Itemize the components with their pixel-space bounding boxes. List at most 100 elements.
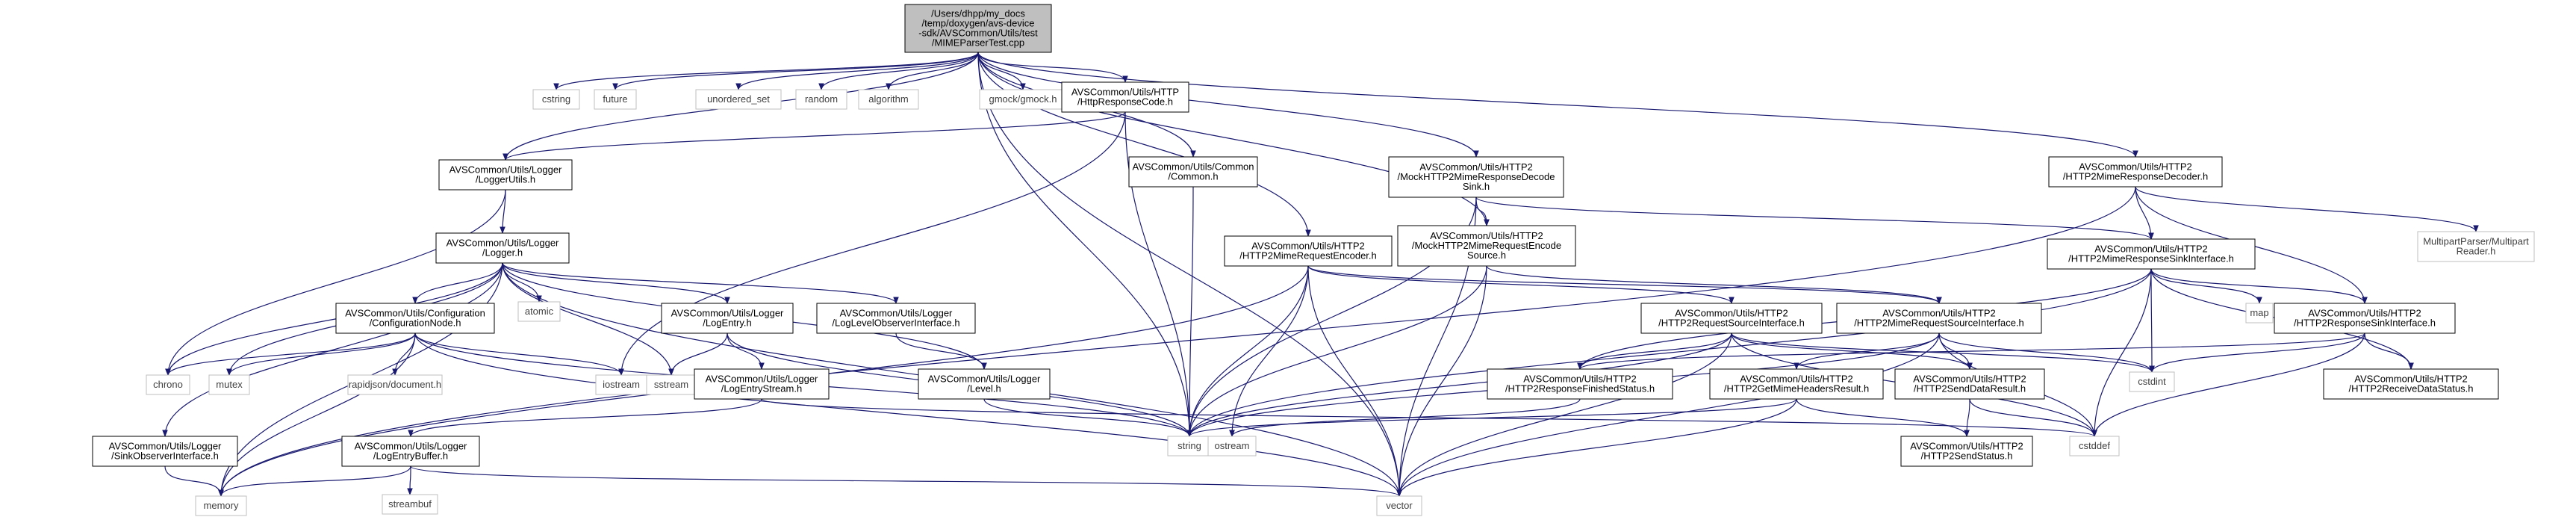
node-label-CommonH-line-0: AVSCommon/Utils/Common bbox=[1132, 161, 1254, 173]
node-label-MockEncodeSource-line-1: /MockHTTP2MimeRequestEncode bbox=[1412, 240, 1561, 251]
node-LogEntry[interactable]: AVSCommon/Utils/Logger/LogEntry.h bbox=[661, 303, 794, 334]
edge-LogEntryStream-to-cstddef bbox=[761, 398, 2097, 437]
edge-SinkObserver-to-memory bbox=[164, 465, 224, 497]
node-box-MimeResponseDecoder bbox=[2048, 156, 2223, 188]
edge-RequestSourceIface-to-cstdint bbox=[1731, 332, 2155, 373]
node-atomic: atomic bbox=[517, 301, 561, 322]
node-RequestSourceIface[interactable]: AVSCommon/Utils/HTTP2/HTTP2RequestSource… bbox=[1640, 303, 1823, 334]
node-label-RequestSourceIface-line-1: /HTTP2RequestSourceInterface.h bbox=[1658, 318, 1805, 329]
edge-MockEncodeSource-to-MimeRequestSourceIface bbox=[1486, 265, 1942, 304]
node-label-streambuf-line-0: streambuf bbox=[388, 498, 432, 510]
node-box-LoggerUtils bbox=[438, 159, 573, 191]
node-LoggerUtils[interactable]: AVSCommon/Utils/Logger/LoggerUtils.h bbox=[438, 159, 573, 191]
edge-root-to-unordered_set bbox=[735, 52, 979, 90]
edge-LoggerH-to-chrono bbox=[165, 262, 503, 376]
node-box-rapidjson bbox=[347, 374, 443, 395]
node-label-CommonH-line-1: /Common.h bbox=[1168, 171, 1218, 182]
node-label-ResponseFinishedStatus-line-1: /HTTP2ResponseFinishedStatus.h bbox=[1505, 383, 1655, 394]
edge-LogEntryBuffer-to-vector bbox=[410, 465, 1402, 497]
edge-LoggerH-to-LogLevelObserver bbox=[502, 262, 899, 304]
node-cstdint: cstdint bbox=[2129, 371, 2175, 392]
node-label-MockDecodeSink-line-1: /MockHTTP2MimeResponseDecode bbox=[1398, 171, 1555, 182]
node-SendDataResult[interactable]: AVSCommon/Utils/HTTP2/HTTP2SendDataResul… bbox=[1894, 368, 2045, 400]
node-label-random-line-0: random bbox=[805, 93, 838, 105]
node-MimeRequestEncoder[interactable]: AVSCommon/Utils/HTTP2/HTTP2MimeRequestEn… bbox=[1224, 235, 1393, 267]
edge-MimeRequestEncoder-to-RequestSourceIface bbox=[1307, 265, 1735, 304]
node-HttpResponseCode[interactable]: AVSCommon/Utils/HTTP/HttpResponseCode.h bbox=[1061, 81, 1189, 113]
node-LogEntryStream[interactable]: AVSCommon/Utils/Logger/LogEntryStream.h bbox=[694, 368, 830, 400]
node-gmock: gmock/gmock.h bbox=[979, 89, 1067, 110]
node-label-MultipartReader-line-0: MultipartParser/Multipart bbox=[2423, 236, 2529, 247]
node-label-chrono-line-0: chrono bbox=[153, 379, 183, 390]
node-box-memory bbox=[195, 495, 247, 516]
node-box-MimeResponseSinkIface bbox=[2047, 238, 2256, 270]
edge-ConfigurationNode-to-mutex bbox=[226, 332, 416, 376]
node-root[interactable]: /Users/dhpp/my_docs/temp/doxygen/avs-dev… bbox=[904, 4, 1052, 53]
node-label-sstream-line-0: sstream bbox=[654, 379, 688, 390]
edge-MimeResponseSinkIface-to-cstdint bbox=[2149, 268, 2155, 373]
node-label-RequestSourceIface-line-0: AVSCommon/Utils/HTTP2 bbox=[1675, 308, 1788, 319]
node-label-LogEntryStream-line-0: AVSCommon/Utils/Logger bbox=[706, 374, 818, 385]
edge-LogLevelObserver-to-LevelH bbox=[895, 332, 987, 370]
node-ReceiveDataStatus[interactable]: AVSCommon/Utils/HTTP2/HTTP2ReceiveDataSt… bbox=[2323, 368, 2499, 400]
edge-root-to-future bbox=[612, 52, 979, 90]
node-LogLevelObserver[interactable]: AVSCommon/Utils/Logger/LogLevelObserverI… bbox=[816, 303, 976, 334]
node-label-LogEntryBuffer-line-1: /LogEntryBuffer.h bbox=[373, 451, 448, 462]
node-SinkObserver[interactable]: AVSCommon/Utils/Logger/SinkObserverInter… bbox=[92, 436, 238, 467]
node-MockEncodeSource[interactable]: AVSCommon/Utils/HTTP2/MockHTTP2MimeReque… bbox=[1397, 225, 1576, 267]
node-label-future-line-0: future bbox=[603, 93, 627, 105]
node-MimeResponseSinkIface[interactable]: AVSCommon/Utils/HTTP2/HTTP2MimeResponseS… bbox=[2047, 238, 2256, 270]
node-SendStatus[interactable]: AVSCommon/Utils/HTTP2/HTTP2SendStatus.h bbox=[1900, 436, 2033, 467]
edge-MimeRequestSourceIface-to-cstdint bbox=[1938, 332, 2155, 373]
edge-RequestSourceIface-to-string bbox=[1186, 332, 1732, 437]
node-ConfigurationNode[interactable]: AVSCommon/Utils/Configuration/Configurat… bbox=[335, 303, 495, 334]
node-box-LoggerH bbox=[435, 232, 570, 264]
node-label-LogEntry-line-0: AVSCommon/Utils/Logger bbox=[671, 308, 784, 319]
node-box-RequestSourceIface bbox=[1640, 303, 1823, 334]
edge-LoggerH-to-ConfigurationNode bbox=[412, 262, 503, 304]
node-LevelH[interactable]: AVSCommon/Utils/Logger/Level.h bbox=[918, 368, 1051, 400]
edge-SendDataResult-to-cstddef bbox=[1969, 398, 2097, 437]
node-box-vector bbox=[1376, 495, 1422, 516]
node-label-SendStatus-line-1: /HTTP2SendStatus.h bbox=[1921, 451, 2013, 462]
node-LoggerH[interactable]: AVSCommon/Utils/Logger/Logger.h bbox=[435, 232, 570, 264]
node-label-ResponseSinkIface-line-0: AVSCommon/Utils/HTTP2 bbox=[2308, 308, 2421, 319]
node-MimeRequestSourceIface[interactable]: AVSCommon/Utils/HTTP2/HTTP2MimeRequestSo… bbox=[1836, 303, 2042, 334]
node-label-root-line-1: /temp/doxygen/avs-device bbox=[921, 18, 1034, 29]
node-LogEntryBuffer[interactable]: AVSCommon/Utils/Logger/LogEntryBuffer.h bbox=[341, 436, 480, 467]
edge-MockEncodeSource-to-vector bbox=[1396, 265, 1487, 497]
node-label-SendStatus-line-0: AVSCommon/Utils/HTTP2 bbox=[1910, 441, 2023, 452]
edge-GetMimeHeadersResult-to-string bbox=[1186, 398, 1797, 437]
node-CommonH[interactable]: AVSCommon/Utils/Common/Common.h bbox=[1128, 156, 1258, 188]
edge-MockDecodeSink-to-MimeResponseSinkIface bbox=[1475, 196, 2154, 240]
node-label-ConfigurationNode-line-1: /ConfigurationNode.h bbox=[370, 318, 461, 329]
node-box-CommonH bbox=[1128, 156, 1258, 188]
node-label-MimeResponseDecoder-line-1: /HTTP2MimeResponseDecoder.h bbox=[2063, 171, 2208, 182]
node-box-atomic bbox=[517, 301, 561, 322]
node-label-LevelH-line-1: /Level.h bbox=[967, 383, 1001, 394]
node-ResponseFinishedStatus[interactable]: AVSCommon/Utils/HTTP2/HTTP2ResponseFinis… bbox=[1487, 368, 1673, 400]
node-MockDecodeSink[interactable]: AVSCommon/Utils/HTTP2/MockHTTP2MimeRespo… bbox=[1388, 156, 1564, 198]
node-box-LogLevelObserver bbox=[816, 303, 976, 334]
node-chrono: chrono bbox=[146, 374, 190, 395]
node-box-cstddef bbox=[2069, 436, 2120, 456]
node-label-SinkObserver-line-0: AVSCommon/Utils/Logger bbox=[109, 441, 222, 452]
node-label-MockEncodeSource-line-2: Source.h bbox=[1467, 250, 1506, 261]
node-label-map-line-0: map bbox=[2250, 307, 2268, 318]
node-label-LoggerH-line-0: AVSCommon/Utils/Logger bbox=[447, 238, 559, 249]
edge-HttpResponseCode-to-iostream bbox=[618, 111, 1126, 376]
node-mutex: mutex bbox=[208, 374, 250, 395]
node-label-iostream-line-0: iostream bbox=[603, 379, 640, 390]
node-GetMimeHeadersResult[interactable]: AVSCommon/Utils/HTTP2/HTTP2GetMimeHeader… bbox=[1709, 368, 1884, 400]
node-label-unordered_set-line-0: unordered_set bbox=[707, 93, 770, 105]
node-box-string bbox=[1167, 436, 1212, 456]
edge-root-to-cstring bbox=[553, 52, 979, 90]
node-box-ConfigurationNode bbox=[335, 303, 495, 334]
edge-ConfigurationNode-to-vector bbox=[414, 332, 1402, 497]
node-label-ResponseSinkIface-line-1: /HTTP2ResponseSinkInterface.h bbox=[2294, 318, 2436, 329]
node-ResponseSinkIface[interactable]: AVSCommon/Utils/HTTP2/HTTP2ResponseSinkI… bbox=[2274, 303, 2456, 334]
node-box-ReceiveDataStatus bbox=[2323, 368, 2499, 400]
node-MimeResponseDecoder[interactable]: AVSCommon/Utils/HTTP2/HTTP2MimeResponseD… bbox=[2048, 156, 2223, 188]
node-layer: /Users/dhpp/my_docs/temp/doxygen/avs-dev… bbox=[92, 4, 2535, 516]
